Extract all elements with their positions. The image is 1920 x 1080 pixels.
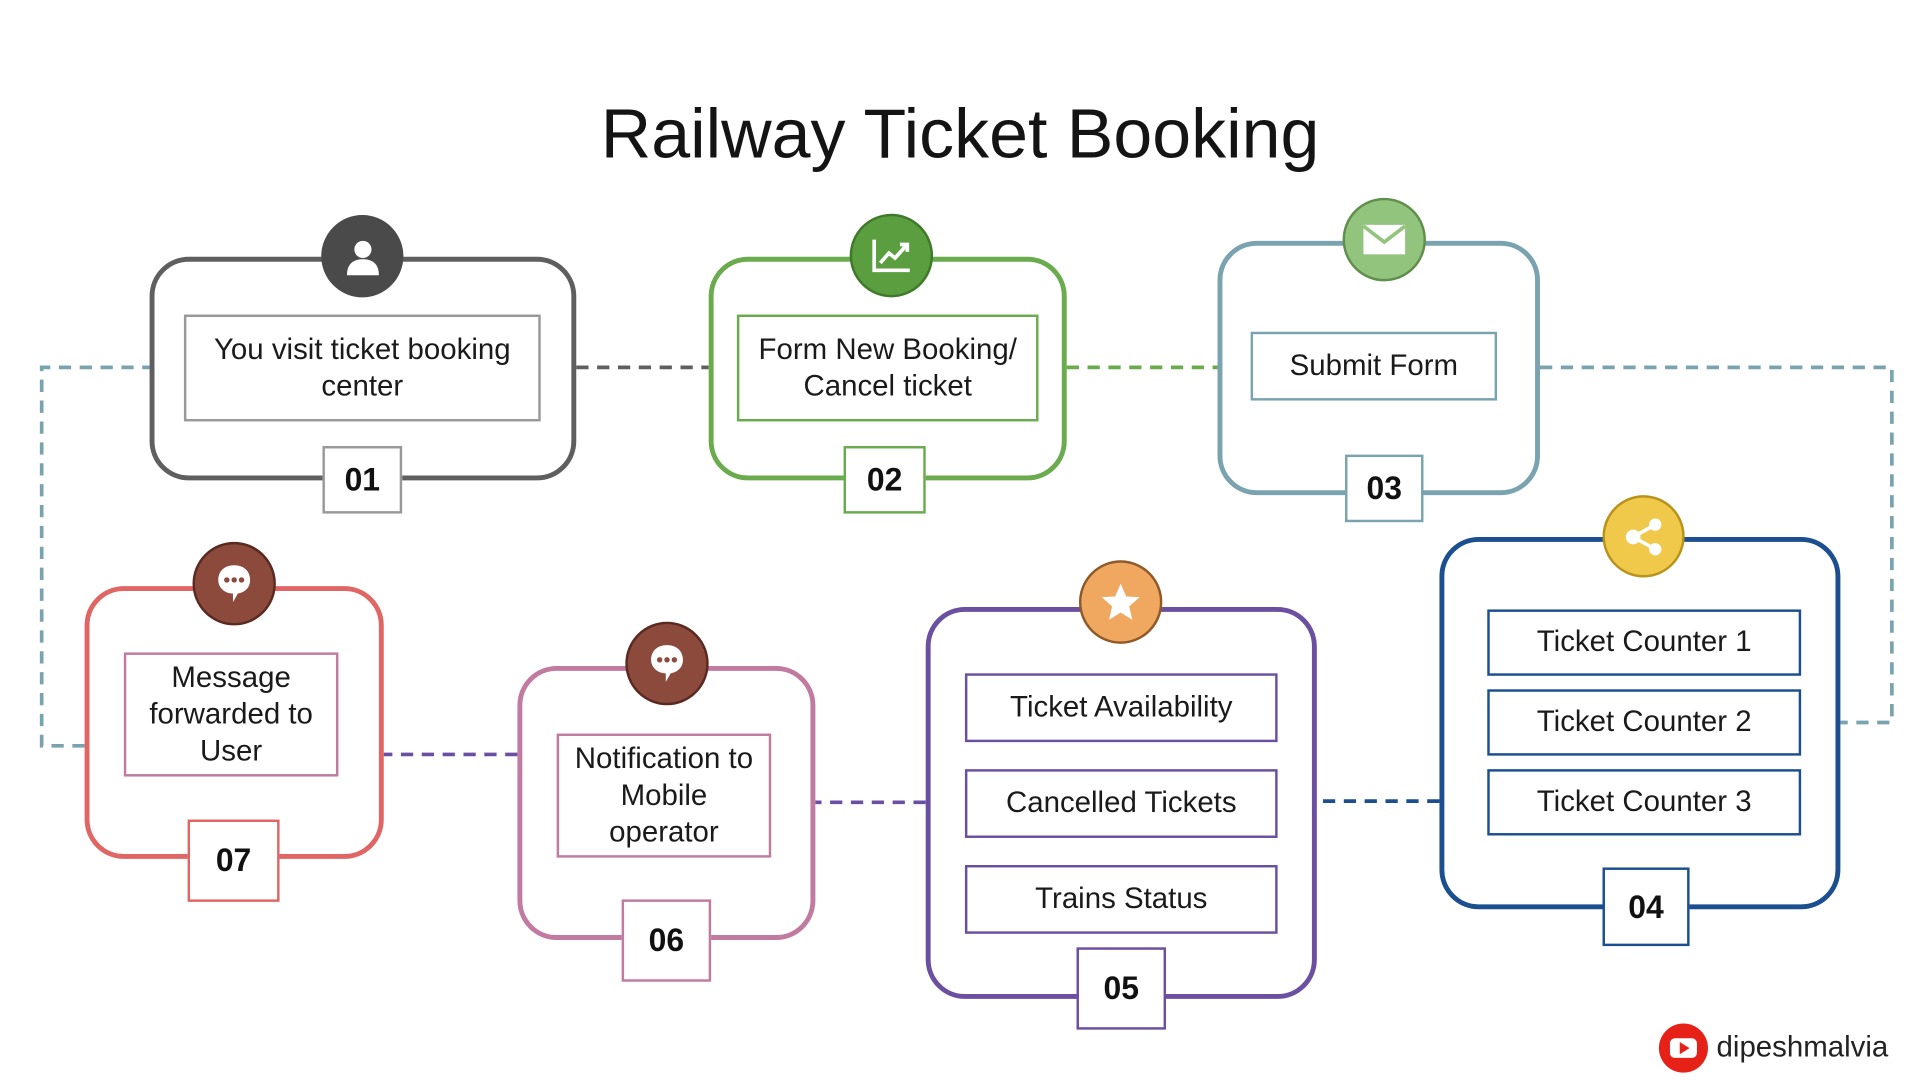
step-04-number: 04 [1602,867,1690,947]
step-07-badge [192,541,276,626]
star-icon [1101,583,1140,620]
diagram-title: Railway Ticket Booking [600,94,1320,174]
share-icon [1625,517,1661,555]
ticket-availability: Ticket Availability [964,673,1278,743]
ticket-counter-2: Ticket Counter 2 [1487,689,1802,756]
step-06-number: 06 [621,899,712,982]
youtube-icon [1658,1023,1708,1073]
step-03-badge [1342,197,1426,282]
cancelled-tickets: Cancelled Tickets [964,769,1278,838]
step-02-number: 02 [843,446,926,514]
step-01-number: 01 [322,446,403,514]
step-06-label: Notification to Mobile operator [556,733,772,858]
brand-footer: dipeshmalvia [1658,1021,1889,1075]
step-01-badge [321,215,404,298]
chat-bubble-icon [651,645,683,682]
step-05-number: 05 [1076,947,1167,1030]
user-icon [346,240,379,275]
ticket-counter-1: Ticket Counter 1 [1487,609,1802,676]
step-03-number: 03 [1345,454,1424,523]
ticket-counter-3: Ticket Counter 3 [1487,769,1802,836]
brand-name: dipeshmalvia [1716,1030,1889,1065]
step-06-badge [625,621,709,706]
step-01-label: You visit ticket booking center [183,314,541,422]
trains-status: Trains Status [964,865,1278,934]
step-05-badge [1078,560,1163,644]
connector-07-01 [39,365,150,748]
step-02-label: Form New Booking/ Cancel ticket [736,314,1039,422]
step-07-label: Message forwarded to User [123,652,339,777]
step-03-label: Submit Form [1250,331,1498,401]
chat-bubble-icon [218,565,251,603]
step-02-badge [849,213,934,298]
step-04-badge [1602,495,1685,578]
chart-up-icon [872,239,910,273]
step-07-number: 07 [187,819,280,902]
connector-03-04 [1539,365,1894,725]
mail-icon [1362,224,1407,255]
